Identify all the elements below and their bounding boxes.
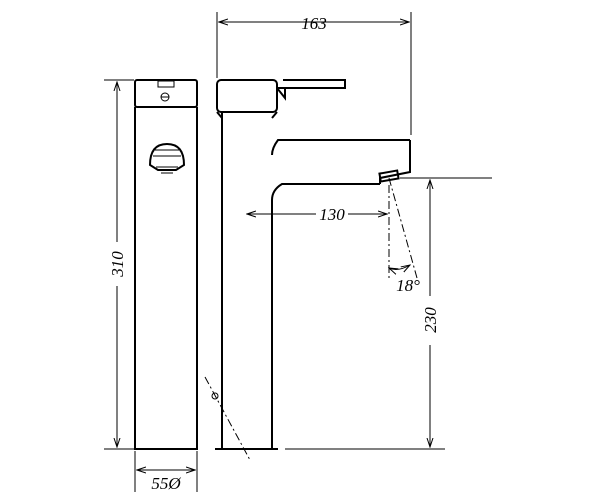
dimension-label-55: 55Ø [151, 474, 181, 493]
dimension-angle-18: 18° [389, 265, 420, 295]
dimension-label-163: 163 [301, 14, 327, 33]
front-body [134, 107, 198, 450]
front-handle-cap [134, 79, 198, 108]
dimension-label-310: 310 [108, 251, 127, 278]
dimension-55-diameter: 55Ø [134, 451, 198, 493]
dimension-label-18-degrees: 18° [396, 276, 420, 295]
aerator-icon [148, 142, 186, 174]
dimension-310: 310 [104, 79, 134, 450]
side-handle-cap [216, 79, 278, 113]
base-centerline [204, 376, 251, 461]
spout [379, 140, 411, 184]
side-view [215, 79, 411, 450]
dimension-163: 163 [216, 12, 412, 135]
front-view [134, 79, 198, 450]
flow-centerline [388, 177, 418, 279]
lever-handle [277, 79, 346, 89]
dimension-label-230: 230 [421, 307, 440, 333]
dimension-130: 130 [247, 205, 387, 224]
dimension-230: 230 [285, 177, 492, 450]
dimension-label-130: 130 [319, 205, 345, 224]
side-body [221, 112, 410, 450]
